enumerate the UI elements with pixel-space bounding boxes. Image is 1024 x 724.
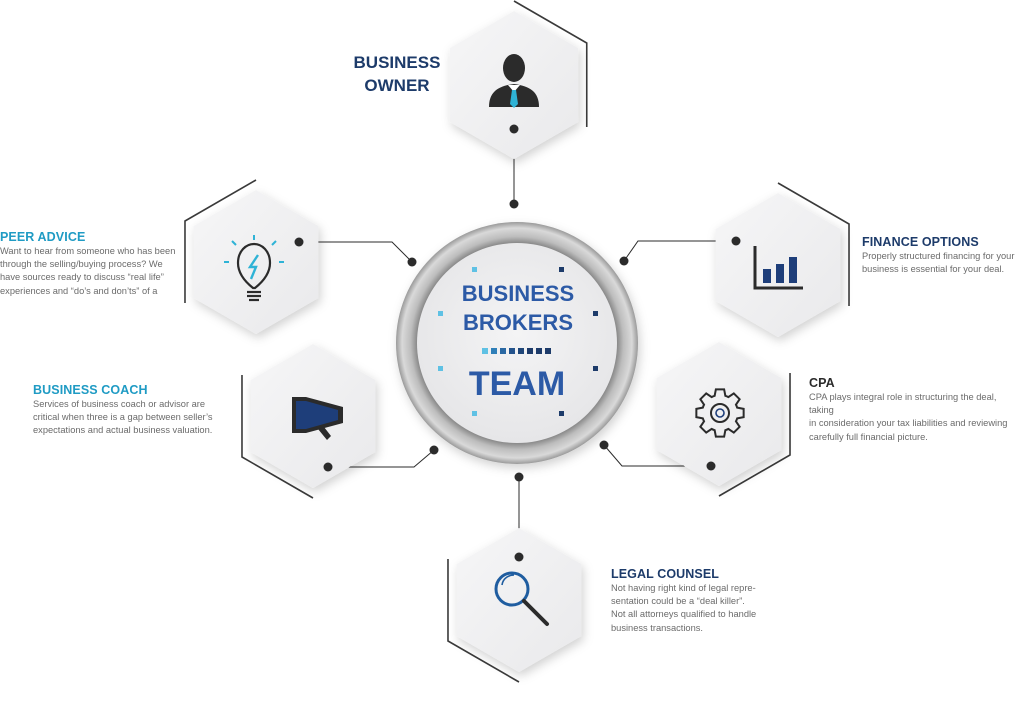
business-coach-description: Services of business coach or advisor ar… <box>33 398 233 438</box>
divider-dot <box>545 348 551 354</box>
square-mark <box>472 267 477 272</box>
desc-line: CPA plays integral role in structuring t… <box>809 392 997 416</box>
center-divider-dots <box>482 348 551 354</box>
square-mark <box>593 366 598 371</box>
square-mark <box>438 311 443 316</box>
connector-dots <box>294 124 741 562</box>
bar-chart-icon <box>753 246 803 290</box>
hex-finance-options-frame <box>777 182 850 306</box>
businessman-icon <box>489 54 539 108</box>
legal-counsel-block: LEGAL COUNSEL Not having right kind of l… <box>611 567 791 635</box>
desc-line: expectations and actual business valuati… <box>33 425 213 436</box>
square-mark <box>559 411 564 416</box>
business-coach-title: BUSINESS COACH <box>33 383 148 397</box>
connector-finance <box>623 240 736 262</box>
lightbulb-icon <box>224 235 284 302</box>
center-squares <box>438 267 598 416</box>
dot <box>619 256 629 266</box>
desc-line: have sources ready to discuss “real life… <box>0 272 164 283</box>
desc-line: critical when three is a gap between sel… <box>33 412 213 423</box>
desc-line: experiences and “do’s and don’ts” of a <box>0 285 158 296</box>
square-mark <box>559 267 564 272</box>
business-owner-line1: BUSINESS <box>353 53 441 72</box>
hex-finance-options <box>715 182 850 337</box>
hex-peer-advice-tile <box>193 190 319 334</box>
connector-coach <box>328 449 435 468</box>
divider-dot <box>500 348 506 354</box>
desc-line: sentation could be a “deal killer”. <box>611 596 745 607</box>
divider-dot <box>509 348 515 354</box>
divider-dot <box>482 348 488 354</box>
legal-counsel-title: LEGAL COUNSEL <box>611 567 720 581</box>
connector-peer <box>299 241 413 263</box>
center-disc <box>417 243 617 443</box>
hex-legal-counsel-frame <box>447 559 520 683</box>
business-owner-title: BUSINESS OWNER <box>352 51 442 97</box>
center-title-line1: BUSINESS <box>462 281 574 306</box>
connector-lines <box>299 130 736 557</box>
desc-line: business is essential for your deal. <box>862 264 1005 275</box>
business-coach-block: BUSINESS COACH Services of business coac… <box>33 383 233 438</box>
square-mark <box>593 311 598 316</box>
center-hub: BUSINESS BROKERS TEAM <box>396 222 638 464</box>
divider-dot <box>518 348 524 354</box>
finance-options-block: FINANCE OPTIONS Properly structured fina… <box>862 235 1022 276</box>
desc-line: Services of business coach or advisor ar… <box>33 399 206 409</box>
dot <box>323 462 333 472</box>
dot <box>429 445 439 455</box>
square-mark <box>438 366 443 371</box>
dot <box>514 472 524 482</box>
hex-cpa-frame <box>718 373 791 497</box>
gear-icon <box>695 388 745 438</box>
peer-advice-title: PEER ADVICE <box>0 230 86 244</box>
dot <box>706 461 716 471</box>
divider-dot <box>491 348 497 354</box>
hex-legal-counsel <box>447 528 582 683</box>
legal-counsel-description: Not having right kind of legal repre- se… <box>611 582 791 635</box>
dot <box>407 257 417 267</box>
connector-cpa <box>603 444 711 467</box>
hex-cpa <box>656 342 791 497</box>
desc-line: through the selling/buying process? We <box>0 259 163 270</box>
desc-line: Properly structured financing for your <box>862 251 1015 261</box>
business-owner-line2: OWNER <box>364 76 430 95</box>
dot <box>509 199 519 209</box>
magnifier-icon <box>494 571 549 626</box>
desc-line: in consideration your tax liabilities an… <box>809 418 1008 429</box>
peer-advice-description: Want to hear from someone who has been t… <box>0 245 190 298</box>
center-title-line3: TEAM <box>469 365 565 403</box>
hex-business-coach-frame <box>241 375 314 499</box>
gear-outline <box>695 388 745 438</box>
hex-peer-advice-frame <box>184 179 257 303</box>
hex-legal-counsel-tile <box>456 528 582 672</box>
dot <box>599 440 609 450</box>
desc-line: Want to hear from someone who has been <box>0 246 176 256</box>
dot <box>294 237 304 247</box>
hex-peer-advice <box>184 179 319 334</box>
center-title-line2: BROKERS <box>463 310 573 335</box>
desc-line: carefully full financial picture. <box>809 431 928 442</box>
divider-dot <box>536 348 542 354</box>
cpa-block: CPA CPA plays integral role in structuri… <box>809 376 1023 444</box>
finance-options-title: FINANCE OPTIONS <box>862 235 979 249</box>
square-mark <box>472 411 477 416</box>
hex-business-owner-frame <box>513 0 588 127</box>
cpa-title: CPA <box>809 376 835 390</box>
dot <box>509 124 519 134</box>
desc-line: Not all attorneys qualified to handle <box>611 609 757 620</box>
finance-options-description: Properly structured financing for your b… <box>862 250 1022 276</box>
peer-advice-block: PEER ADVICE Want to hear from someone wh… <box>0 230 190 298</box>
dot <box>514 552 524 562</box>
divider-dot <box>527 348 533 354</box>
megaphone-icon <box>292 397 343 440</box>
desc-line: Not having right kind of legal repre- <box>611 583 756 593</box>
cpa-description: CPA plays integral role in structuring t… <box>809 391 1023 444</box>
desc-line: business transactions. <box>611 622 703 633</box>
dot <box>731 236 741 246</box>
hex-cpa-tile <box>656 342 782 486</box>
